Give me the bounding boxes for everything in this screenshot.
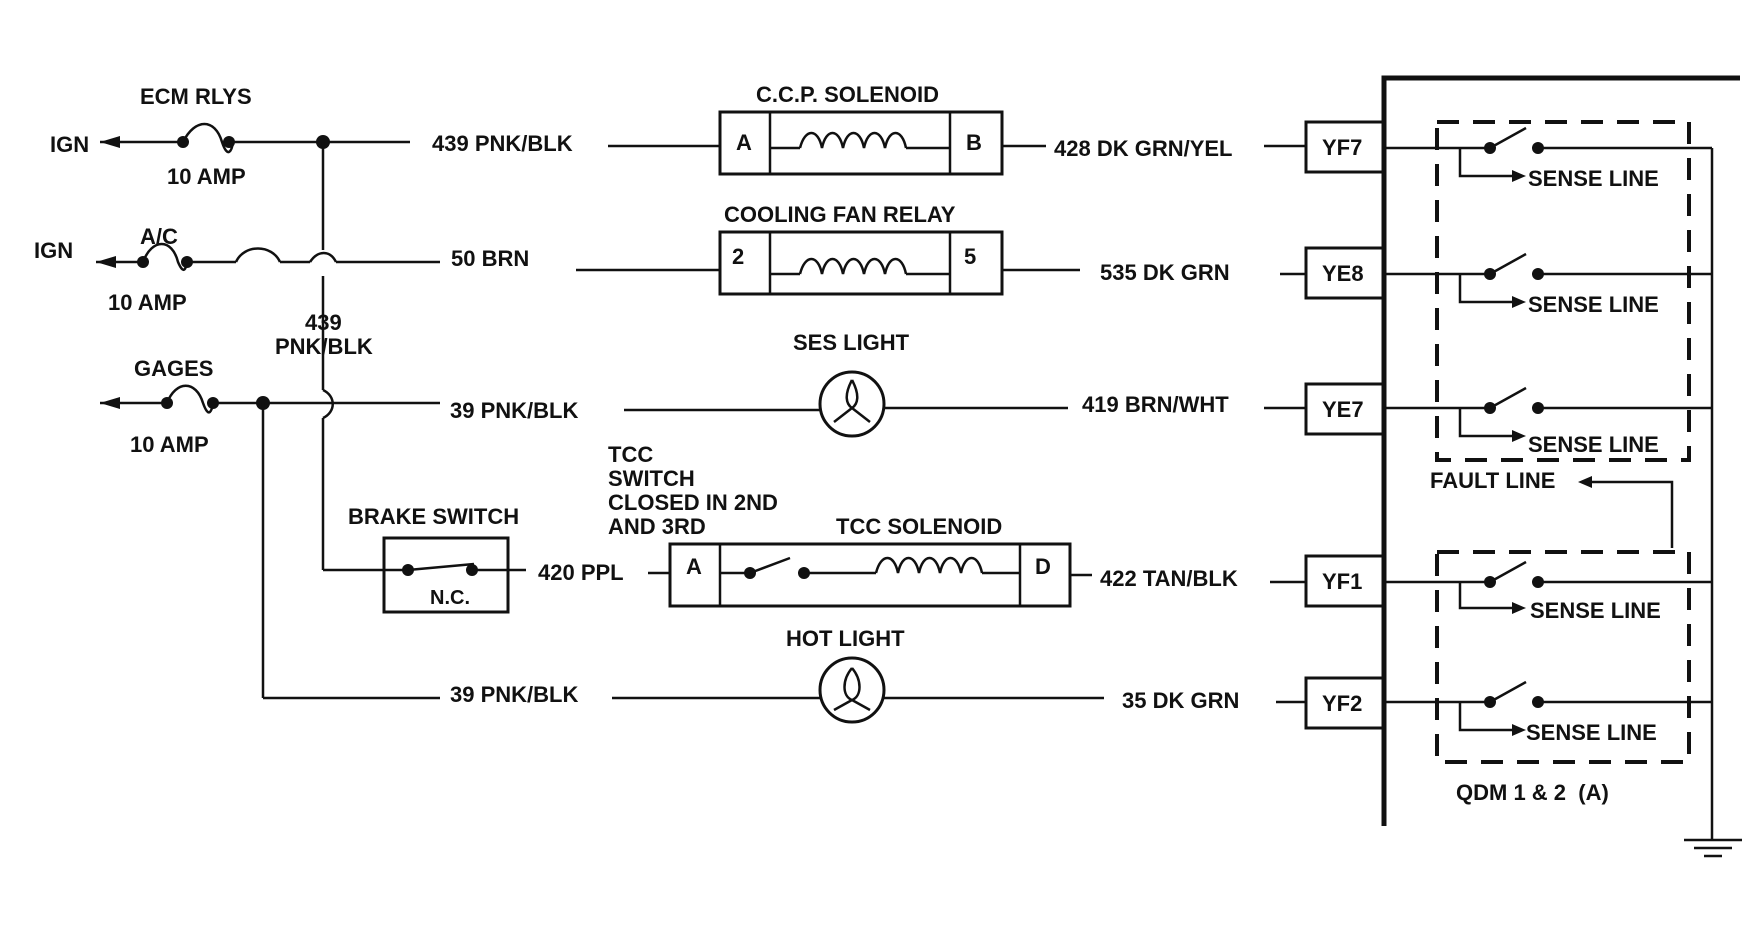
tcc-note-line3: CLOSED IN 2ND bbox=[608, 490, 778, 515]
ac-fuse-group: A/C IGN 10 AMP bbox=[34, 224, 440, 315]
tcc-pin-a: A bbox=[686, 554, 702, 579]
cooling-fan-relay: COOLING FAN RELAY 2 5 bbox=[718, 202, 1080, 296]
brake-switch-title: BRAKE SWITCH bbox=[348, 504, 519, 529]
wire-439-vertical-color: PNK/BLK bbox=[275, 334, 373, 359]
hot-light: HOT LIGHT bbox=[786, 626, 1104, 724]
tcc-switch-icon bbox=[749, 556, 791, 575]
brake-switch-state: N.C. bbox=[430, 587, 470, 609]
tcc-note-line4: AND 3RD bbox=[608, 514, 706, 539]
fan-relay-title: COOLING FAN RELAY bbox=[724, 202, 956, 227]
wire-422-label: 422 TAN/BLK bbox=[1100, 566, 1238, 591]
qdm-module-label: QDM 1 & 2 (A) bbox=[1456, 780, 1609, 805]
wire-419-label: 419 BRN/WHT bbox=[1082, 392, 1229, 417]
wire-439-vertical-number: 439 bbox=[305, 310, 342, 335]
ecm-ign-arrow-icon bbox=[100, 136, 120, 148]
wire-535-label: 535 DK GRN bbox=[1100, 260, 1230, 285]
gages-arrow-icon bbox=[100, 397, 120, 409]
tcc-note-line2: SWITCH bbox=[608, 466, 695, 491]
wire-35-label: 35 DK GRN bbox=[1122, 688, 1239, 713]
ac-ign-arrow-icon bbox=[96, 256, 116, 268]
fan-coil-icon bbox=[798, 257, 908, 275]
qdm-pins: YF7 YE8 YE7 YF1 YF2 bbox=[1304, 120, 1386, 730]
ecm-fuse-rating: 10 AMP bbox=[167, 164, 246, 189]
wire-439-top-label: 439 PNK/BLK bbox=[432, 131, 573, 156]
gages-fuse-icon bbox=[165, 384, 215, 414]
gages-fuse-rating: 10 AMP bbox=[130, 432, 209, 457]
fault-line-label: FAULT LINE bbox=[1430, 468, 1555, 493]
ses-light-title: SES LIGHT bbox=[793, 330, 910, 355]
sense-line-label-4: SENSE LINE bbox=[1530, 598, 1661, 623]
qdm1-dashed-box bbox=[1435, 120, 1691, 462]
brake-switch: BRAKE SWITCH N.C. bbox=[348, 504, 526, 614]
hot-light-title: HOT LIGHT bbox=[786, 626, 905, 651]
brake-switch-contact-icon bbox=[407, 562, 475, 572]
gages-fuse-group: GAGES 10 AMP bbox=[100, 356, 440, 700]
tcc-note-line1: TCC bbox=[608, 442, 653, 467]
ccp-pin-b: B bbox=[966, 130, 982, 155]
ecm-fuse-group: ECM RLYS IGN 10 AMP bbox=[50, 84, 410, 189]
wire-50-label: 50 BRN bbox=[451, 246, 529, 271]
wire-39a-label: 39 PNK/BLK bbox=[450, 398, 578, 423]
ccp-solenoid: C.C.P. SOLENOID A B bbox=[718, 82, 1046, 176]
qdm-pin-yf7: YF7 bbox=[1322, 135, 1362, 160]
wire-428-label: 428 DK GRN/YEL bbox=[1054, 136, 1233, 161]
tcc-solenoid-title: TCC SOLENOID bbox=[836, 514, 1002, 539]
hot-bulb-icon bbox=[818, 656, 886, 724]
ecm-fuse-icon bbox=[181, 122, 235, 154]
qdm-pin-ye7: YE7 bbox=[1322, 397, 1364, 422]
sense-line-label-1: SENSE LINE bbox=[1528, 166, 1659, 191]
qdm-module: SENSE LINE SENSE LINE SENSE LINE FAULT L… bbox=[1381, 75, 1742, 858]
tcc-pin-d: D bbox=[1035, 554, 1051, 579]
qdm-pin-yf1: YF1 bbox=[1322, 569, 1362, 594]
ses-light: SES LIGHT bbox=[793, 330, 1068, 438]
ecm-ign-label: IGN bbox=[50, 132, 89, 157]
qdm-pin-ye8: YE8 bbox=[1322, 261, 1364, 286]
sense-line-label-5: SENSE LINE bbox=[1526, 720, 1657, 745]
sense-line-label-2: SENSE LINE bbox=[1528, 292, 1659, 317]
ccp-solenoid-title: C.C.P. SOLENOID bbox=[756, 82, 939, 107]
ccp-pin-a: A bbox=[736, 130, 752, 155]
fan-pin-5: 5 bbox=[964, 244, 976, 269]
tcc-solenoid: TCC SOLENOID A D bbox=[668, 514, 1092, 608]
sense-line-label-3: SENSE LINE bbox=[1528, 432, 1659, 457]
wire-420-label: 420 PPL bbox=[538, 560, 624, 585]
gages-fuse-label: GAGES bbox=[134, 356, 213, 381]
ecm-fuse-label: ECM RLYS bbox=[140, 84, 252, 109]
qdm2-dashed-box bbox=[1435, 550, 1691, 764]
ccp-coil-icon bbox=[798, 131, 908, 149]
wire-39b-label: 39 PNK/BLK bbox=[450, 682, 578, 707]
fan-pin-2: 2 bbox=[732, 244, 744, 269]
tcc-switch-note: TCC SWITCH CLOSED IN 2ND AND 3RD bbox=[608, 442, 778, 539]
ac-ign-label: IGN bbox=[34, 238, 73, 263]
tcc-coil-icon bbox=[874, 556, 984, 574]
fault-line-arrow-icon bbox=[1578, 476, 1592, 488]
qdm-pin-yf2: YF2 bbox=[1322, 691, 1362, 716]
ac-fuse-rating: 10 AMP bbox=[108, 290, 187, 315]
